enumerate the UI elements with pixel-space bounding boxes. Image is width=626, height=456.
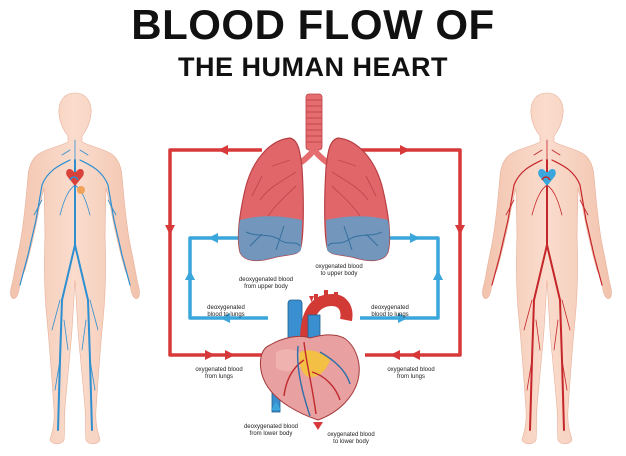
- label-deoxy-from-lower-body: deoxygenated blood from lower body: [243, 424, 299, 437]
- arrow-red-right-bot2: [390, 350, 400, 360]
- oxygenated-loop-left: [168, 148, 263, 357]
- arrow-blue-right-up: [433, 270, 443, 280]
- label-deoxy-to-lungs-left: deoxygenated blood to lungs: [207, 305, 245, 318]
- arrow-red-left-bot2: [225, 350, 235, 360]
- human-body-veins-icon: [10, 92, 140, 445]
- arrow-red-right-mid: [455, 225, 465, 235]
- heart-icon: [260, 290, 360, 430]
- arrow-red-left-mid: [165, 225, 175, 235]
- arrow-blue-left-top: [208, 233, 218, 243]
- flow-arrows: [165, 145, 465, 360]
- arrow-red-left-top: [218, 145, 228, 155]
- lungs-icon: [237, 93, 391, 262]
- arrow-red-left-bot: [205, 350, 215, 360]
- human-body-arteries-icon: [482, 92, 612, 445]
- title-line-1: BLOOD FLOW OF: [131, 1, 495, 48]
- label-oxy-from-lungs-right: oxygenated blood from lungs: [387, 367, 435, 380]
- label-oxy-to-lower-body: oxygenated blood to lower body: [327, 432, 375, 445]
- arrow-blue-right-bot: [398, 313, 408, 323]
- arrow-blue-left-up: [185, 270, 195, 280]
- label-deoxy-from-upper-body: deoxygenated blood from upper body: [238, 277, 294, 290]
- label-deoxy-to-lungs-right: deoxygenated blood to lungs: [371, 305, 409, 318]
- label-oxy-from-lungs-left: oxygenated blood from lungs: [195, 367, 243, 380]
- title-line-2: THE HUMAN HEART: [178, 52, 448, 82]
- arrow-red-right-top: [400, 145, 410, 155]
- arrow-blue-right-top: [410, 233, 420, 243]
- arrow-red-right-bot: [410, 350, 420, 360]
- arrow-blue-left-bot: [220, 313, 230, 323]
- label-oxy-to-upper-body: oxygenated blood to upper body: [315, 264, 363, 277]
